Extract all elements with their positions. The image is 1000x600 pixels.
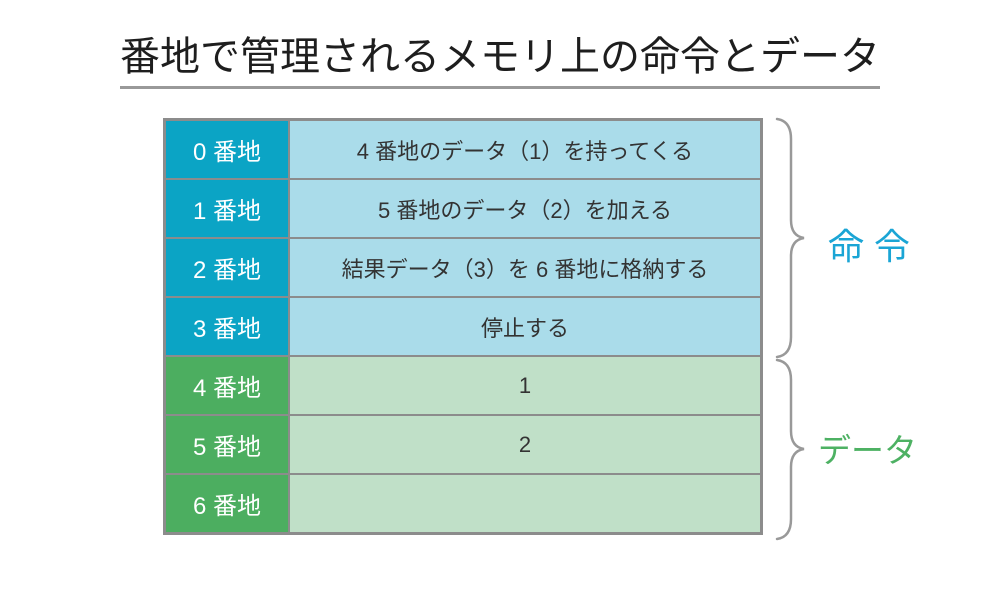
address-cell-6: 6 番地 xyxy=(166,475,288,532)
content-cell-2: 結果データ（3）を 6 番地に格納する xyxy=(290,239,760,296)
address-cell-5: 5 番地 xyxy=(166,416,288,473)
content-cell-0: 4 番地のデータ（1）を持ってくる xyxy=(290,121,760,178)
address-cell-4: 4 番地 xyxy=(166,357,288,414)
address-cell-0: 0 番地 xyxy=(166,121,288,178)
address-cell-1: 1 番地 xyxy=(166,180,288,237)
instructions-label: 命 令 xyxy=(828,226,911,267)
title-underline xyxy=(120,86,880,89)
address-cell-3: 3 番地 xyxy=(166,298,288,355)
content-cell-5: 2 xyxy=(290,416,760,473)
data-label: データ xyxy=(818,432,917,469)
content-cell-3: 停止する xyxy=(290,298,760,355)
memory-table-rows: 0 番地 4 番地のデータ（1）を持ってくる 1 番地 5 番地のデータ（2）を… xyxy=(163,118,763,535)
brace-graphics xyxy=(775,117,805,541)
content-cell-6 xyxy=(290,475,760,532)
instructions-brace xyxy=(775,117,805,359)
content-cell-1: 5 番地のデータ（2）を加える xyxy=(290,180,760,237)
page-title: 番地で管理されるメモリ上の命令とデータ xyxy=(120,35,880,79)
content-cell-4: 1 xyxy=(290,357,760,414)
data-brace xyxy=(775,358,805,541)
address-cell-2: 2 番地 xyxy=(166,239,288,296)
